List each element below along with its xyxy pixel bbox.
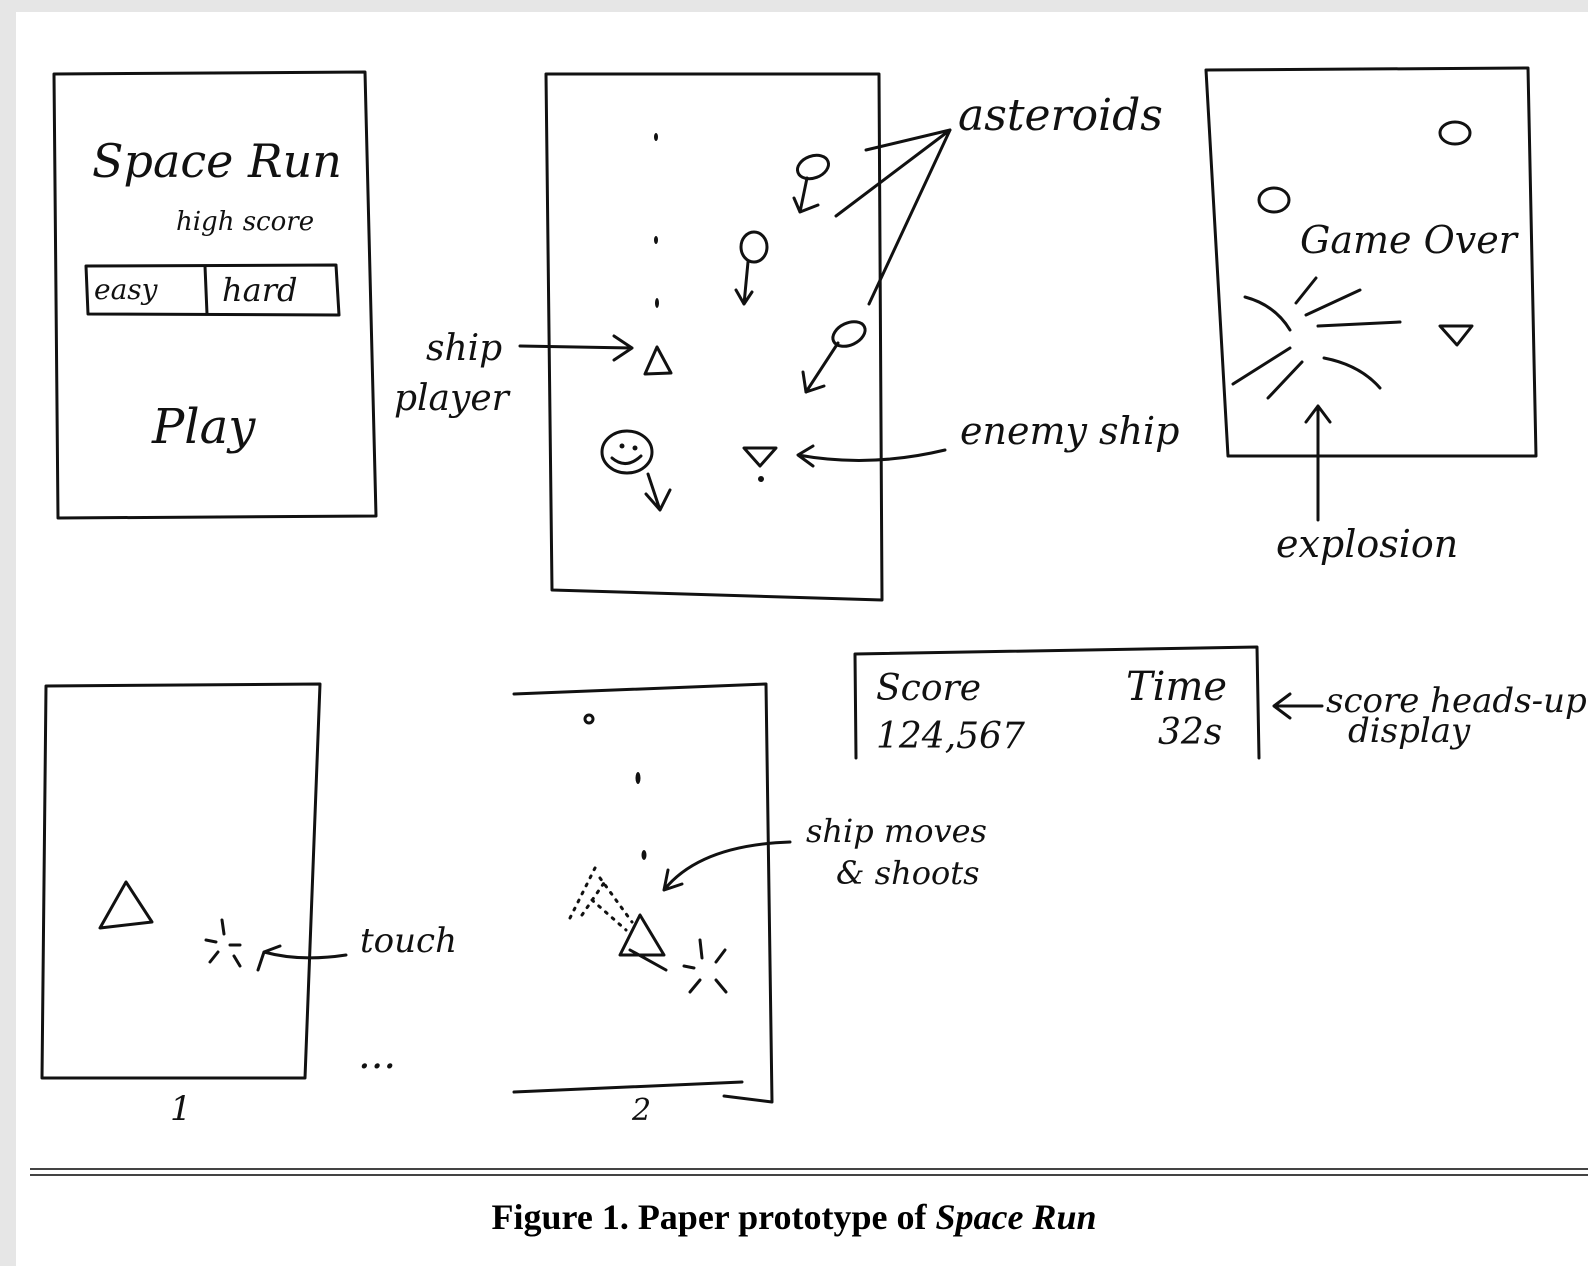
hud-pointer-arrow [1274,694,1322,718]
asteroid [794,151,832,183]
player-ship-icon [645,347,671,374]
frame-2-number: 2 [631,1093,651,1128]
title-text: Space Run [92,134,342,188]
smiley-asteroid [602,431,652,473]
ship-label: ship [426,328,502,369]
asteroid-trajectory-arrow [803,343,838,392]
hard-option: hard [222,271,297,309]
smiley-trajectory-arrow [646,474,670,510]
time-label: Time [1126,664,1227,710]
caption-title: Space Run [935,1197,1096,1237]
asteroids-pointer-lines [836,130,950,304]
smiley-eye [633,446,638,451]
explosion-pointer-arrow [1306,406,1330,520]
enemy-ship-icon [744,448,776,466]
shoot-frame [514,684,772,1102]
gameplay-screen-sketch: asteroids ship player enemy ship [394,74,1179,600]
game-over-screen-sketch: Game Over explosion [1206,68,1536,566]
asteroids-label: asteroids [958,90,1163,141]
title-screen-sketch: Space Run high score easy hard Play [54,72,376,518]
bullet-dot [655,298,659,308]
score-hud-sketch: Score 124,567 Time 32s score heads-up di… [855,647,1587,758]
asteroid [741,232,767,262]
caption-rule-bottom [30,1174,1588,1176]
touch-frame-sketch: touch 1 ... [42,684,457,1129]
touch-burst-icon [206,920,240,966]
moves-label-line1: ship moves [806,812,987,850]
player-label: player [394,378,511,419]
bullet-dot [585,715,593,723]
player-ship-icon [620,915,666,970]
moves-label-line2: & shoots [836,854,980,892]
bullet-dot [654,133,658,141]
caption-rule-top [30,1168,1588,1170]
touch-label: touch [360,921,457,961]
asteroid-trajectory-arrow [794,178,818,212]
explosion-label: explosion [1276,522,1458,566]
game-over-screen-frame [1206,68,1536,456]
enemy-shot-dot [758,476,764,482]
ship-pointer-arrow [520,336,632,360]
caption-prefix: Figure 1. Paper prototype of [492,1197,936,1237]
enemy-ship-icon [1440,326,1472,345]
high-score-label: high score [176,207,314,237]
hud-annotation-line2: display [1348,711,1471,751]
frame-1-number: 1 [170,1089,192,1129]
tap-burst-icon [684,940,726,992]
enemy-ship-pointer-arrow [798,446,945,466]
figure-caption: Figure 1. Paper prototype of Space Run [0,1196,1588,1238]
asteroid-trajectory-arrow [736,262,752,304]
score-label: Score [876,668,981,709]
difficulty-toggle-divider [205,266,207,314]
movement-trail-dots [570,862,632,930]
asteroid [1440,122,1470,144]
smiley-mouth [612,456,641,464]
asteroid [1259,188,1289,212]
ellipsis: ... [358,1032,396,1078]
touch-frame [42,684,320,1078]
moves-pointer-arrow [664,842,790,890]
smiley-eye [620,444,625,449]
time-value: 32s [1158,712,1222,753]
play-button-label: Play [151,399,256,455]
bullet-dot [654,236,658,244]
easy-option: easy [94,273,159,306]
prototype-sketch: Space Run high score easy hard Play aste… [0,0,1588,1180]
enemy-ship-label: enemy ship [960,409,1179,453]
player-ship-icon [100,882,152,928]
touch-pointer-arrow [258,946,346,970]
score-value: 124,567 [876,716,1025,757]
bullet-dot [642,850,647,860]
bullet-dot [636,772,641,784]
explosion-lines [1233,278,1400,398]
game-over-text: Game Over [1300,218,1520,262]
